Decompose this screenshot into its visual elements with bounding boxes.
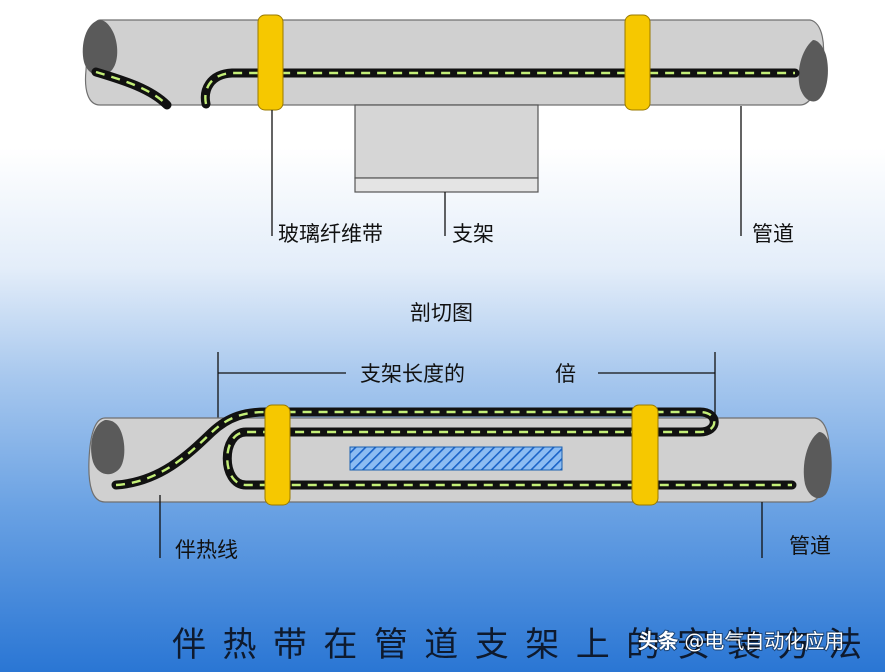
- top-pipe: [84, 19, 825, 106]
- bottom-pipe-right-break: [803, 432, 832, 499]
- support-bracket: [354, 104, 539, 179]
- dimension-line: 支架长度的 倍: [217, 352, 716, 420]
- top-pipe-right-break: [798, 40, 828, 102]
- support-base-plate: [354, 177, 539, 193]
- heat-trace-loop: [111, 407, 797, 490]
- bottom-pipe-left-break: [91, 420, 125, 475]
- top-diagram: 玻璃纤维带 支架 管道: [82, 14, 828, 246]
- bottom-heat-trace-cable: [111, 407, 797, 490]
- fiberglass-tape-band: [624, 14, 651, 111]
- watermark-brand: 头条: [638, 629, 679, 653]
- pipe-label: 管道: [752, 222, 794, 246]
- fiberglass-tape-band: [264, 404, 291, 506]
- watermark: 头条 @电气自动化应用: [638, 629, 844, 653]
- pipe-support-hatched: [349, 446, 563, 471]
- section-caption: 剖切图: [410, 301, 473, 325]
- fiberglass-tape-band: [257, 14, 284, 111]
- heat-trace-label: 伴热线: [175, 538, 238, 562]
- cable-cut-segment-stripe: [95, 70, 168, 106]
- dimension-multiplier: 倍: [555, 362, 576, 386]
- tape-label: 玻璃纤维带: [278, 222, 383, 246]
- watermark-account: @电气自动化应用: [684, 629, 844, 653]
- dimension-text: 支架长度的: [360, 362, 465, 386]
- fiberglass-tape-band: [631, 404, 659, 506]
- cable-main-segment-stripe: [204, 71, 795, 105]
- top-heat-trace-cable: [91, 67, 800, 110]
- top-pipe-left-break: [82, 20, 118, 76]
- bottom-diagram: 支架长度的 倍 伴热线 管道: [88, 352, 832, 562]
- pipe-label: 管道: [789, 534, 831, 558]
- support-label: 支架: [452, 222, 494, 246]
